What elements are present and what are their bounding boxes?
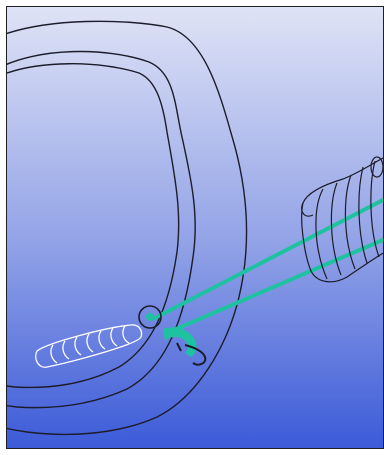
- implant-thread-2: [62, 340, 70, 360]
- implant-thread-5: [98, 330, 106, 350]
- handpiece-ring-4: [358, 166, 368, 264]
- implant-thread-4: [86, 333, 94, 353]
- jaw-outline: [7, 20, 248, 436]
- laser-beam-upper: [152, 197, 383, 321]
- handpiece-ring-3: [344, 174, 356, 270]
- illustration-canvas: [6, 6, 384, 449]
- laser-beam-lower: [166, 237, 383, 335]
- implant-body: [35, 324, 143, 368]
- jaw-inner-contour-2: [7, 63, 180, 389]
- jaw-outer-contour: [7, 20, 248, 436]
- implant-thread-7: [122, 325, 130, 344]
- laser-beams: [152, 197, 383, 335]
- jaw-inner-contour: [7, 50, 196, 409]
- handpiece-ring-1: [315, 188, 328, 280]
- handpiece-ring-5: [370, 160, 380, 258]
- handpiece-body: [301, 157, 383, 283]
- handpiece-head: [301, 156, 383, 283]
- target-core: [146, 313, 154, 321]
- root-dark-hook: [184, 344, 207, 366]
- root-dark-stub: [176, 342, 182, 352]
- implant-screw: [35, 324, 143, 368]
- handpiece-ring-2: [330, 182, 342, 276]
- implant-thread-6: [110, 327, 118, 347]
- implant-thread-1: [50, 344, 58, 364]
- root-green-fill: [163, 327, 197, 357]
- dental-laser-illustration: [7, 7, 383, 448]
- implant-thread-3: [74, 336, 82, 356]
- handpiece-collar: [370, 156, 383, 178]
- tooth-root-hook: [163, 327, 207, 366]
- handpiece-lower-flange: [301, 202, 314, 217]
- target-circle: [138, 305, 162, 329]
